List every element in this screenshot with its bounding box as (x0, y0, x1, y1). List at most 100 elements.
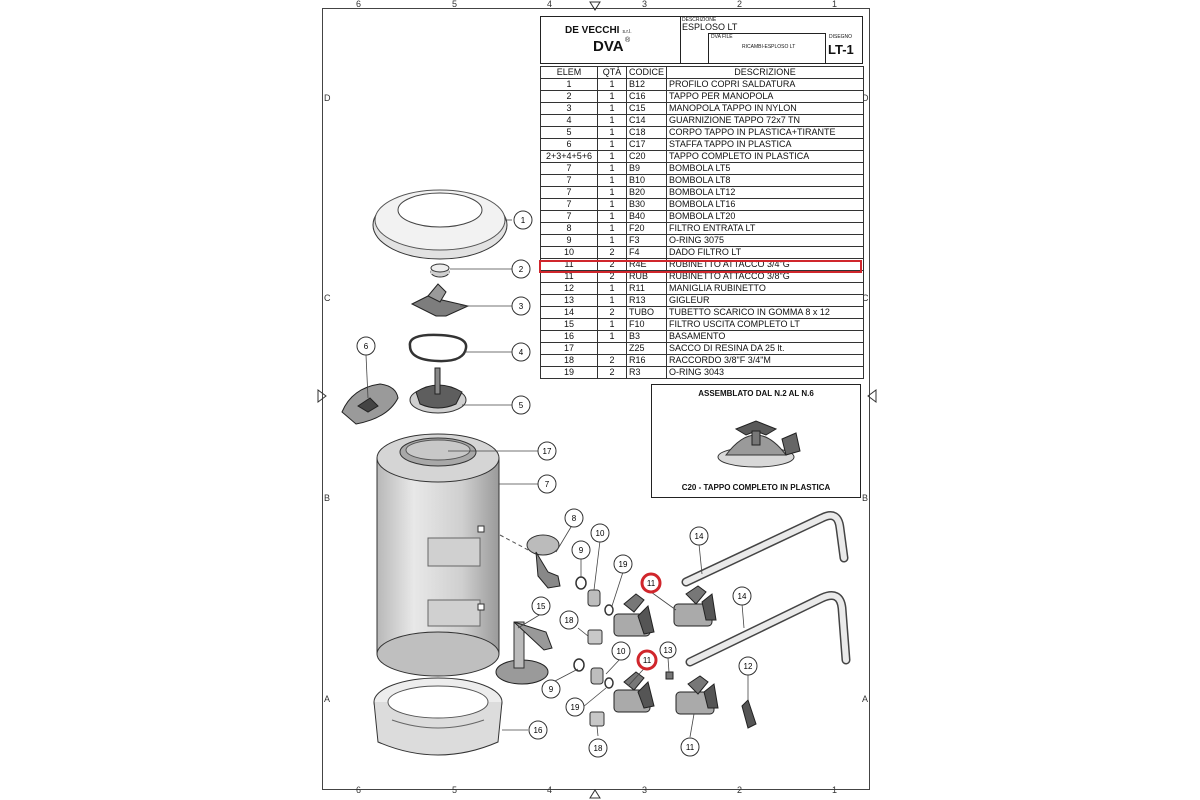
callout-label: 7 (545, 480, 550, 489)
assembly-title: ASSEMBLATO DAL N.2 AL N.6 (698, 389, 814, 398)
part-6-bracket (341, 383, 399, 425)
callout-label: 16 (534, 726, 543, 735)
callout-label: 13 (664, 646, 673, 655)
callout-label: 19 (571, 703, 580, 712)
zone-bottom-3: 3 (642, 785, 648, 795)
callout-11-bottom: 11 (680, 737, 700, 757)
callout-14-lower: 14 (732, 586, 752, 606)
callout-label: 18 (565, 616, 574, 625)
callout-label: 19 (619, 560, 628, 569)
callout-2: 2 (511, 259, 531, 279)
zone-bottom-4: 4 (547, 785, 553, 795)
description-cell: DESCRIZIONE ESPLOSO LT DVA FILE RICAMBI-… (680, 17, 825, 63)
centering-mark (589, 789, 601, 799)
zone-bottom-2: 2 (737, 785, 743, 795)
callout-11-lower-highlighted: 11 (636, 649, 658, 671)
callout-9-lower: 9 (541, 679, 561, 699)
part-15-outlet-filter (495, 621, 553, 685)
centering-mark (589, 1, 601, 11)
callout-label: 11 (647, 579, 656, 588)
part-11-valve-lower-right (675, 675, 719, 715)
callout-label: 3 (519, 302, 524, 311)
callout-label: 14 (695, 532, 704, 541)
zone-bottom-5: 5 (452, 785, 458, 795)
part-4-gasket (408, 333, 468, 363)
callout-label: 15 (537, 602, 546, 611)
callout-label: 10 (617, 647, 626, 656)
drawing-number: LT-1 (828, 42, 854, 57)
callout-13: 13 (659, 641, 677, 659)
callout-9-top: 9 (571, 540, 591, 560)
drawing-number-cell: DISEGNO LT-1 (825, 33, 863, 63)
description-value: ESPLOSO LT (682, 22, 738, 32)
centering-mark (317, 389, 327, 403)
part-12-valve-handle (741, 699, 757, 729)
description-label: DESCRIZIONE (682, 17, 717, 23)
company-name-text: DE VECCHI (565, 25, 620, 36)
part-7-tank (376, 433, 500, 677)
zone-right-c: C (862, 293, 869, 303)
callout-1: 1 (513, 210, 533, 230)
part-14-drain-tube-lower (685, 591, 851, 667)
part-19-oring-top (604, 604, 614, 616)
callout-12: 12 (738, 656, 758, 676)
callout-label: 8 (572, 514, 577, 523)
part-9-oring-top (575, 576, 587, 590)
callout-label: 11 (686, 743, 695, 752)
part-3-nylon-knob (410, 283, 470, 317)
divider (708, 33, 709, 63)
callout-15: 15 (531, 596, 551, 616)
callout-label: 4 (519, 348, 524, 357)
callout-10-top: 10 (590, 523, 610, 543)
part-10-filter-nut-lower (590, 667, 604, 685)
part-11-valve-lower (613, 671, 655, 713)
centering-mark (867, 389, 877, 403)
callout-4: 4 (511, 342, 531, 362)
callout-18-top: 18 (559, 610, 579, 630)
part-16-base (373, 677, 503, 756)
callout-label: 17 (543, 447, 552, 456)
part-9-oring-lower (573, 658, 585, 672)
file-label: DVA FILE (711, 34, 733, 40)
zone-top-4: 4 (547, 0, 553, 9)
part-14-drain-tube-upper (681, 511, 849, 587)
zone-top-1: 1 (832, 0, 838, 9)
callout-label: 12 (744, 662, 753, 671)
callout-17: 17 (537, 441, 557, 461)
zone-right-a: A (862, 694, 869, 704)
callout-16: 16 (528, 720, 548, 740)
part-5-cap-body (409, 367, 467, 414)
part-19-oring-lower (604, 677, 614, 689)
part-1-weld-cover-profile (372, 189, 508, 260)
part-18-fitting-lower (589, 711, 605, 727)
callout-label: 9 (579, 546, 584, 555)
zone-left-a: A (324, 694, 331, 704)
callout-label: 14 (738, 592, 747, 601)
zone-right-b: B (862, 493, 869, 503)
callout-label: 2 (519, 265, 524, 274)
callout-14-upper: 14 (689, 526, 709, 546)
zone-top-2: 2 (737, 0, 743, 9)
callout-label: 18 (594, 744, 603, 753)
part-10-filter-nut-top (587, 589, 601, 607)
zone-bottom-6: 6 (356, 785, 362, 795)
assembly-caption: C20 - TAPPO COMPLETO IN PLASTICA (681, 483, 831, 492)
zone-top-5: 5 (452, 0, 458, 9)
callout-label: 10 (596, 529, 605, 538)
callout-19-top: 19 (613, 554, 633, 574)
callout-6: 6 (356, 336, 376, 356)
callout-label: 1 (521, 216, 526, 225)
